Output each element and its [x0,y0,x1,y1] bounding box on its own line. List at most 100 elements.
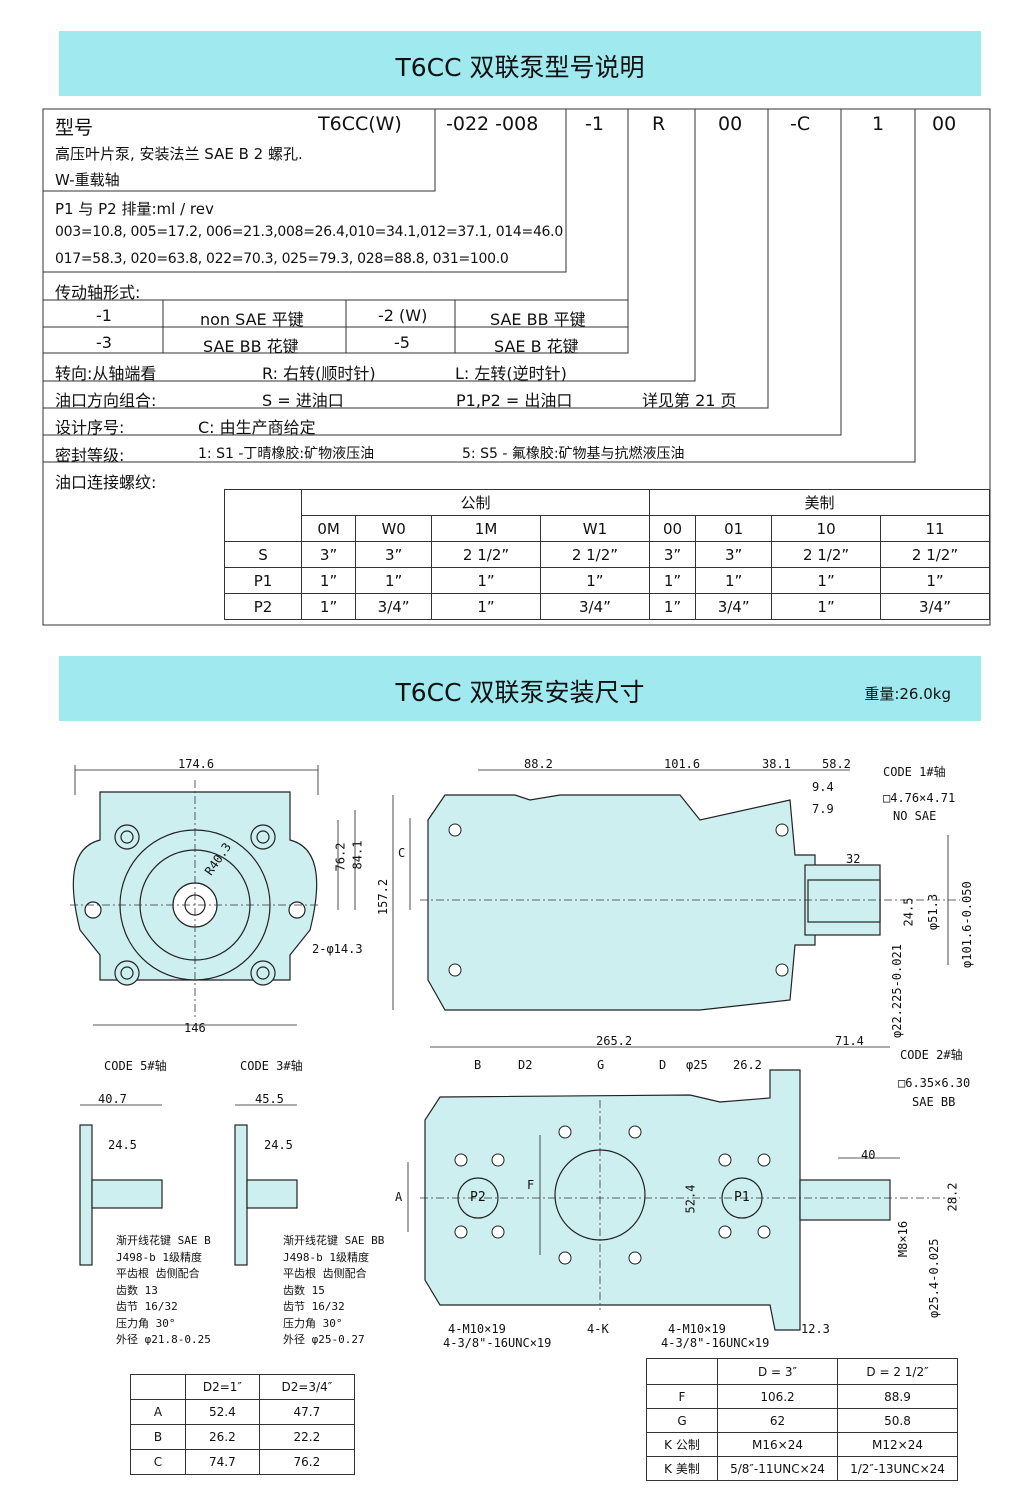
cell: K 美制 [646,1456,718,1481]
cell: 2 1/2” [880,541,990,568]
rotation-r: R: 右转(顺时针) [262,364,376,383]
dim-24-5: 24.5 [901,897,916,927]
cell: 26.2 [185,1424,260,1450]
cell: 3” [695,541,773,568]
displacement-line-1: 003=10.8, 005=17.2, 006=21.3,008=26.4,01… [55,224,563,240]
cell: 3/4” [695,593,773,620]
design-value: C: 由生产商给定 [198,418,316,437]
label-m10-b: 4-M10×19 [668,1322,726,1336]
section-title-model: T6CC 双联泵型号说明 [395,53,645,82]
spec-line: 齿数 13 [116,1283,158,1297]
cell: 3/4” [539,593,650,620]
header-cell: D2=1″ [185,1374,260,1400]
installation-drawing [70,765,960,1331]
thread-code: 0M [300,515,357,542]
thread-code: W0 [355,515,433,542]
shaft-2-desc: SAE BB 平键 [490,310,586,329]
thread-code: 01 [695,515,773,542]
displacement-title: P1 与 P2 排量:ml / rev [55,200,214,218]
cell: 2 1/2” [771,541,882,568]
dim-7-9: 7.9 [812,802,834,816]
thread-label: 油口连接螺纹: [55,473,157,492]
model-desc: 高压叶片泵, 安装法兰 SAE B 2 螺孔. [55,145,303,163]
thread-code: 11 [880,515,990,542]
label-26-2: 26.2 [733,1058,762,1072]
dim-holes: 2-φ14.3 [312,942,363,956]
cell: 1” [880,567,990,594]
dim-c: C [398,846,406,860]
dim-front-width: 174.6 [178,757,215,771]
header-banner-model: T6CC 双联泵型号说明 [59,31,981,96]
table-row: P2 1” 3/4” 1” 3/4” 1” 3/4” 1” 3/4” [224,593,990,620]
label-40: 40 [861,1148,876,1162]
d2-table: D2=1″ D2=3/4″ A 52.4 47.7 B 26.2 22.2 C … [130,1374,356,1475]
weight-label: 重量:26.0kg [864,685,951,703]
code-rotation: R [652,113,666,135]
shaft-3-desc: SAE BB 花键 [203,337,299,356]
displacement-line-2: 017=58.3, 020=63.8, 022=70.3, 025=79.3, … [55,251,509,267]
code3-label: CODE 3#轴 [240,1059,303,1073]
model-code-lines [42,108,991,626]
cell: 1” [300,567,357,594]
ports-s: S = 进油口 [262,391,344,410]
table-row: K 美制 5/8″-11UNC×24 1/2″-13UNC×24 [646,1456,958,1481]
label-a: A [395,1190,403,1204]
spec-line: 平齿根 齿侧配合 [283,1267,367,1280]
code-port: 00 [718,113,743,135]
shaft-type-title: 传动轴形式: [55,283,141,302]
code-thread: 00 [932,113,957,135]
rotation-l: L: 左转(逆时针) [455,364,567,383]
header-cell [130,1374,186,1400]
thread-code: W1 [539,515,650,542]
cell: M16×24 [717,1432,838,1457]
code5-label: CODE 5#轴 [104,1059,167,1073]
dim-88-2: 88.2 [524,757,553,771]
cell: 1” [431,593,541,620]
cell: 3” [300,541,357,568]
section-title-dimensions: T6CC 双联泵安装尺寸 [395,678,645,707]
side-view-body [427,794,816,1011]
cell: 47.7 [258,1399,356,1425]
dim-84-1: 84.1 [350,840,365,870]
shaft-3: -3 [96,333,112,352]
cell: 52.4 [185,1399,260,1425]
cell: 1” [539,567,650,594]
table-row: S 3” 3” 2 1/2” 2 1/2” 3” 3” 2 1/2” 2 1/2… [224,541,990,568]
label-p1: P1 [734,1190,750,1205]
cell: 1” [771,567,882,594]
nosae-label: NO SAE [893,809,937,823]
cell: 106.2 [717,1384,838,1409]
dim-22-225: φ22.225-0.021 [890,944,904,1038]
label-b: B [474,1058,482,1072]
cell: 2 1/2” [431,541,541,568]
label-4k: 4-K [587,1322,609,1336]
shaft-1: -1 [96,306,112,325]
spec-line: 外径 φ21.8-0.25 [116,1333,211,1346]
cell: B [130,1424,186,1450]
cell: K 公制 [646,1432,718,1457]
dim-40-7: 40.7 [98,1092,127,1106]
header-banner-dimensions: T6CC 双联泵安装尺寸 重量:26.0kg [59,656,981,721]
spec-line: 齿节 16/32 [116,1300,178,1313]
dim-76-2: 76.2 [333,842,348,872]
dim-9-4: 9.4 [812,780,834,794]
dim-24-5-b: 24.5 [264,1138,293,1152]
cell: 62 [717,1408,838,1433]
cell: 22.2 [258,1424,356,1450]
key2-label: □6.35×6.30 [898,1076,971,1090]
label-d: D [659,1058,667,1072]
shaft-5: -5 [394,333,410,352]
dim-45-5: 45.5 [255,1092,284,1106]
port-thread-table: 公制 美制 0M W0 1M W1 00 01 10 11 S 3” 3” 2 … [224,489,991,620]
label-f: F [527,1178,535,1192]
cell: 3/4” [355,593,433,620]
group-metric: 公制 [301,489,650,516]
thread-code: 10 [771,515,882,542]
dim-32: 32 [846,852,861,866]
cell: 1” [648,567,697,594]
group-imperial: 美制 [648,489,991,516]
label-unc-a: 4-3/8"-16UNC×19 [443,1336,552,1350]
ports-p: P1,P2 = 出油口 [456,391,573,410]
code1-label: CODE 1#轴 [883,765,946,779]
key1-label: □4.76×4.71 [883,791,956,805]
